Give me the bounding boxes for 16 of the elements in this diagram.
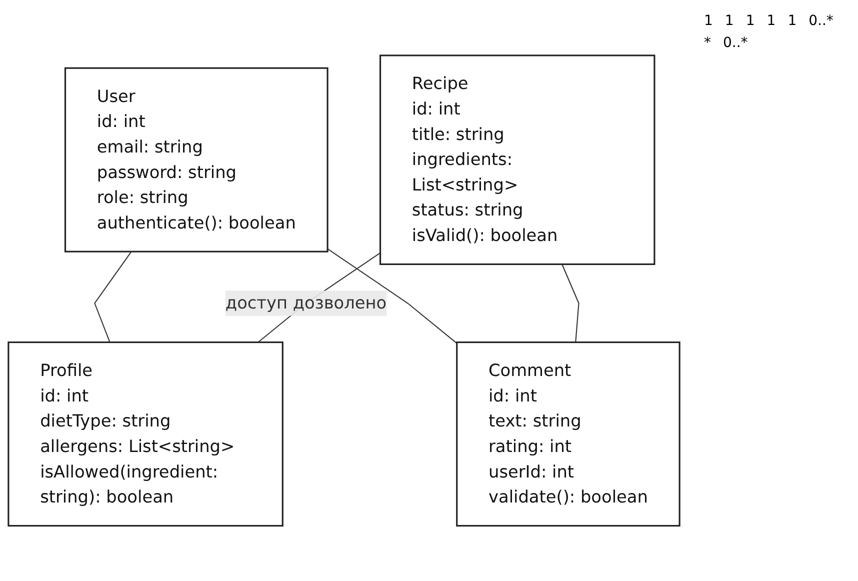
multiplicity-label: * bbox=[704, 35, 711, 51]
multiplicity-label: 1 bbox=[704, 13, 713, 29]
connector bbox=[327, 248, 458, 344]
node-box: Recipe id: int title: string ingredients: List<string> status: string isValid(): boolean bbox=[379, 54, 656, 265]
connector bbox=[94, 251, 132, 342]
node-box: User id: int email: string password: string role: string authenticate(): boolean bbox=[64, 67, 328, 252]
node-box: Profile id: int dietType: string allergens: List<string> isAllowed(ingredient: string): boolean bbox=[8, 341, 284, 526]
multiplicity-label: 1 bbox=[788, 13, 797, 29]
edge-label: доступ дозволено bbox=[225, 292, 387, 313]
multiplicity-label: 0..* bbox=[808, 13, 834, 29]
node-box: Comment id: int text: string rating: int userId: int validate(): boolean bbox=[456, 341, 680, 526]
multiplicity-label: 1 bbox=[724, 13, 734, 29]
multiplicity-label: 1 bbox=[746, 13, 755, 29]
connector bbox=[562, 264, 580, 342]
multiplicity-label: 1 bbox=[766, 13, 776, 29]
multiplicity-label: 0..* bbox=[723, 35, 748, 51]
